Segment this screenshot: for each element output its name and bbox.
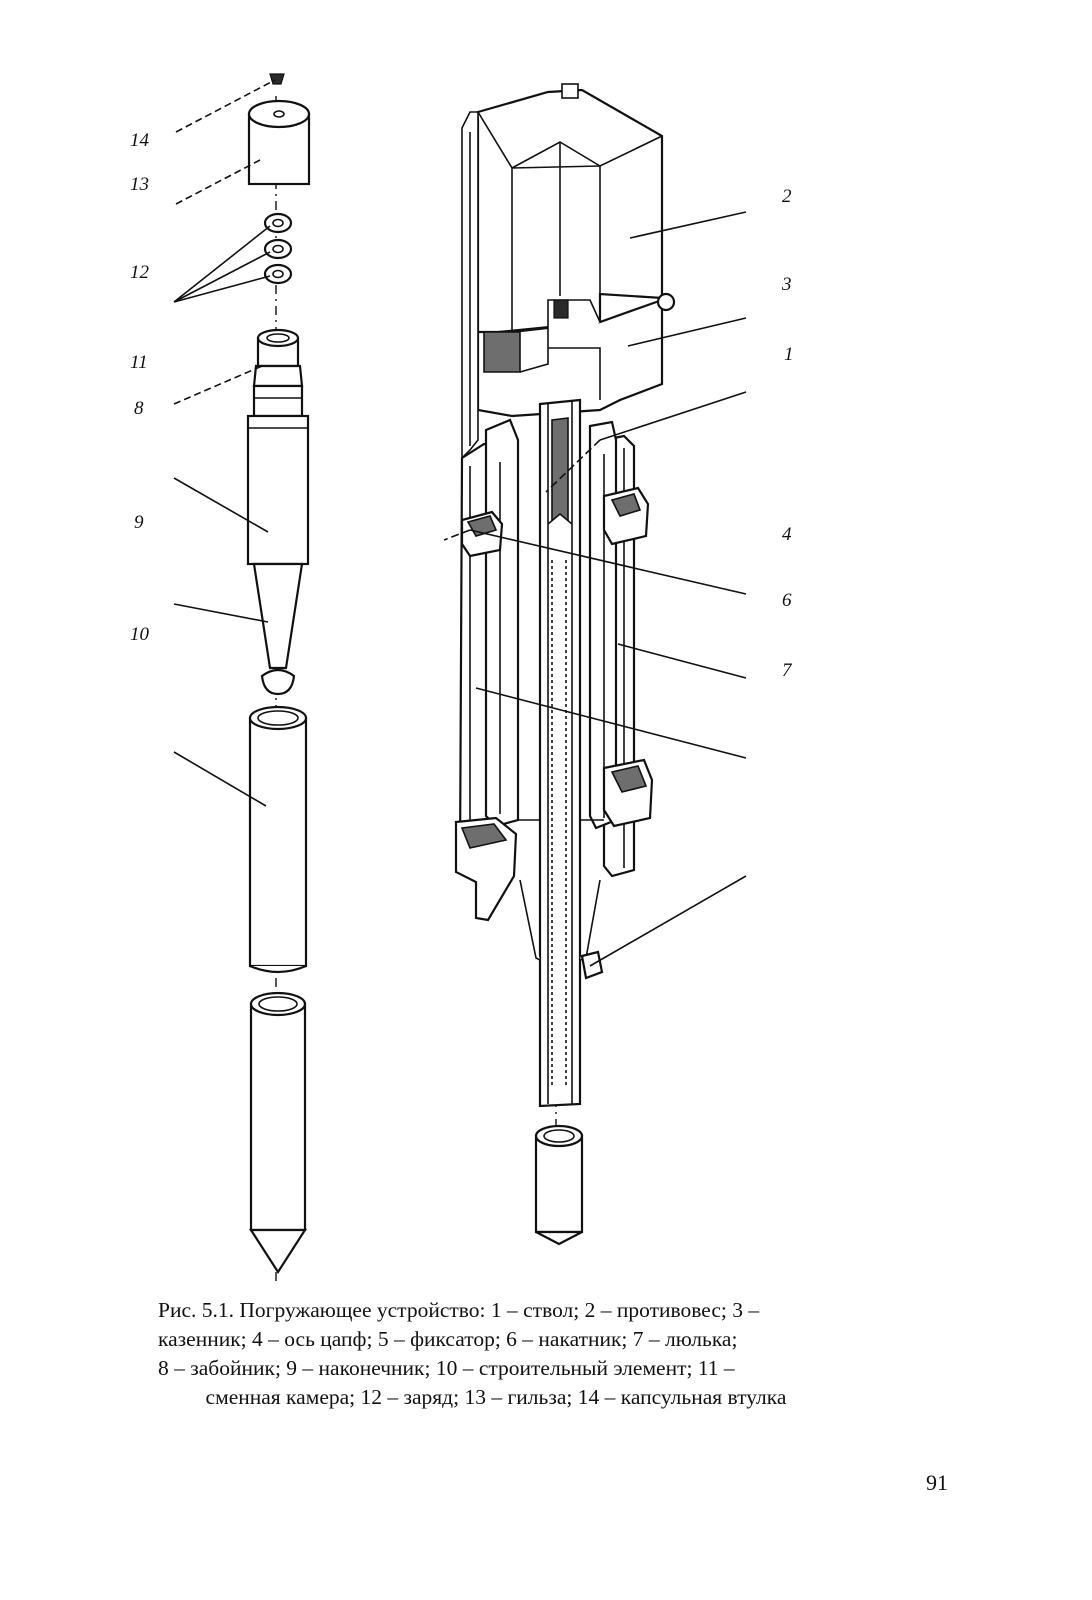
- part-barrel: [518, 398, 604, 1108]
- caption-line: Рис. 5.1. Погружающее устройство: 1 – ст…: [158, 1298, 760, 1322]
- label-2: 2: [782, 186, 792, 207]
- caption-line: казенник; 4 – ось цапф; 5 – фиксатор; 6 …: [158, 1327, 738, 1351]
- label-7: 7: [782, 660, 793, 681]
- part-cartridge-case: [247, 99, 311, 186]
- exploded-parts-column: 14 13 12 11 8 9 10: [130, 73, 311, 1282]
- label-13: 13: [130, 174, 149, 195]
- part-capsule-bushing: [269, 73, 285, 85]
- label-8: 8: [134, 398, 144, 419]
- part-counterweight: [476, 83, 664, 336]
- assembled-device: 2 3 1 4 6 7: [443, 83, 794, 1246]
- label-1: 1: [784, 344, 794, 365]
- label-10: 10: [130, 624, 150, 645]
- part-building-element-tube: [248, 705, 308, 974]
- part-tip: [246, 414, 310, 696]
- part-rammer: [252, 328, 304, 418]
- part-breech: [476, 292, 676, 418]
- label-9: 9: [134, 512, 144, 533]
- technical-drawing: 14 13 12 11 8 9 10: [130, 73, 794, 1282]
- label-12: 12: [130, 262, 150, 283]
- label-14: 14: [130, 130, 150, 151]
- part-changeable-chamber: [248, 991, 308, 1275]
- label-3: 3: [781, 274, 792, 295]
- part-lower-chamber: [534, 1124, 584, 1246]
- page-number: 91: [926, 1470, 948, 1495]
- label-6: 6: [782, 590, 792, 611]
- caption-line: сменная камера; 12 – заряд; 13 – гильза;…: [205, 1385, 787, 1409]
- part-trunnion-axis: [454, 486, 654, 922]
- figure-caption: Рис. 5.1. Погружающее устройство: 1 – ст…: [158, 1296, 834, 1412]
- part-charge-rings: [263, 212, 293, 285]
- caption-line: 8 – забойник; 9 – наконечник; 10 – строи…: [158, 1356, 735, 1380]
- label-11: 11: [130, 352, 148, 373]
- label-4: 4: [782, 524, 792, 545]
